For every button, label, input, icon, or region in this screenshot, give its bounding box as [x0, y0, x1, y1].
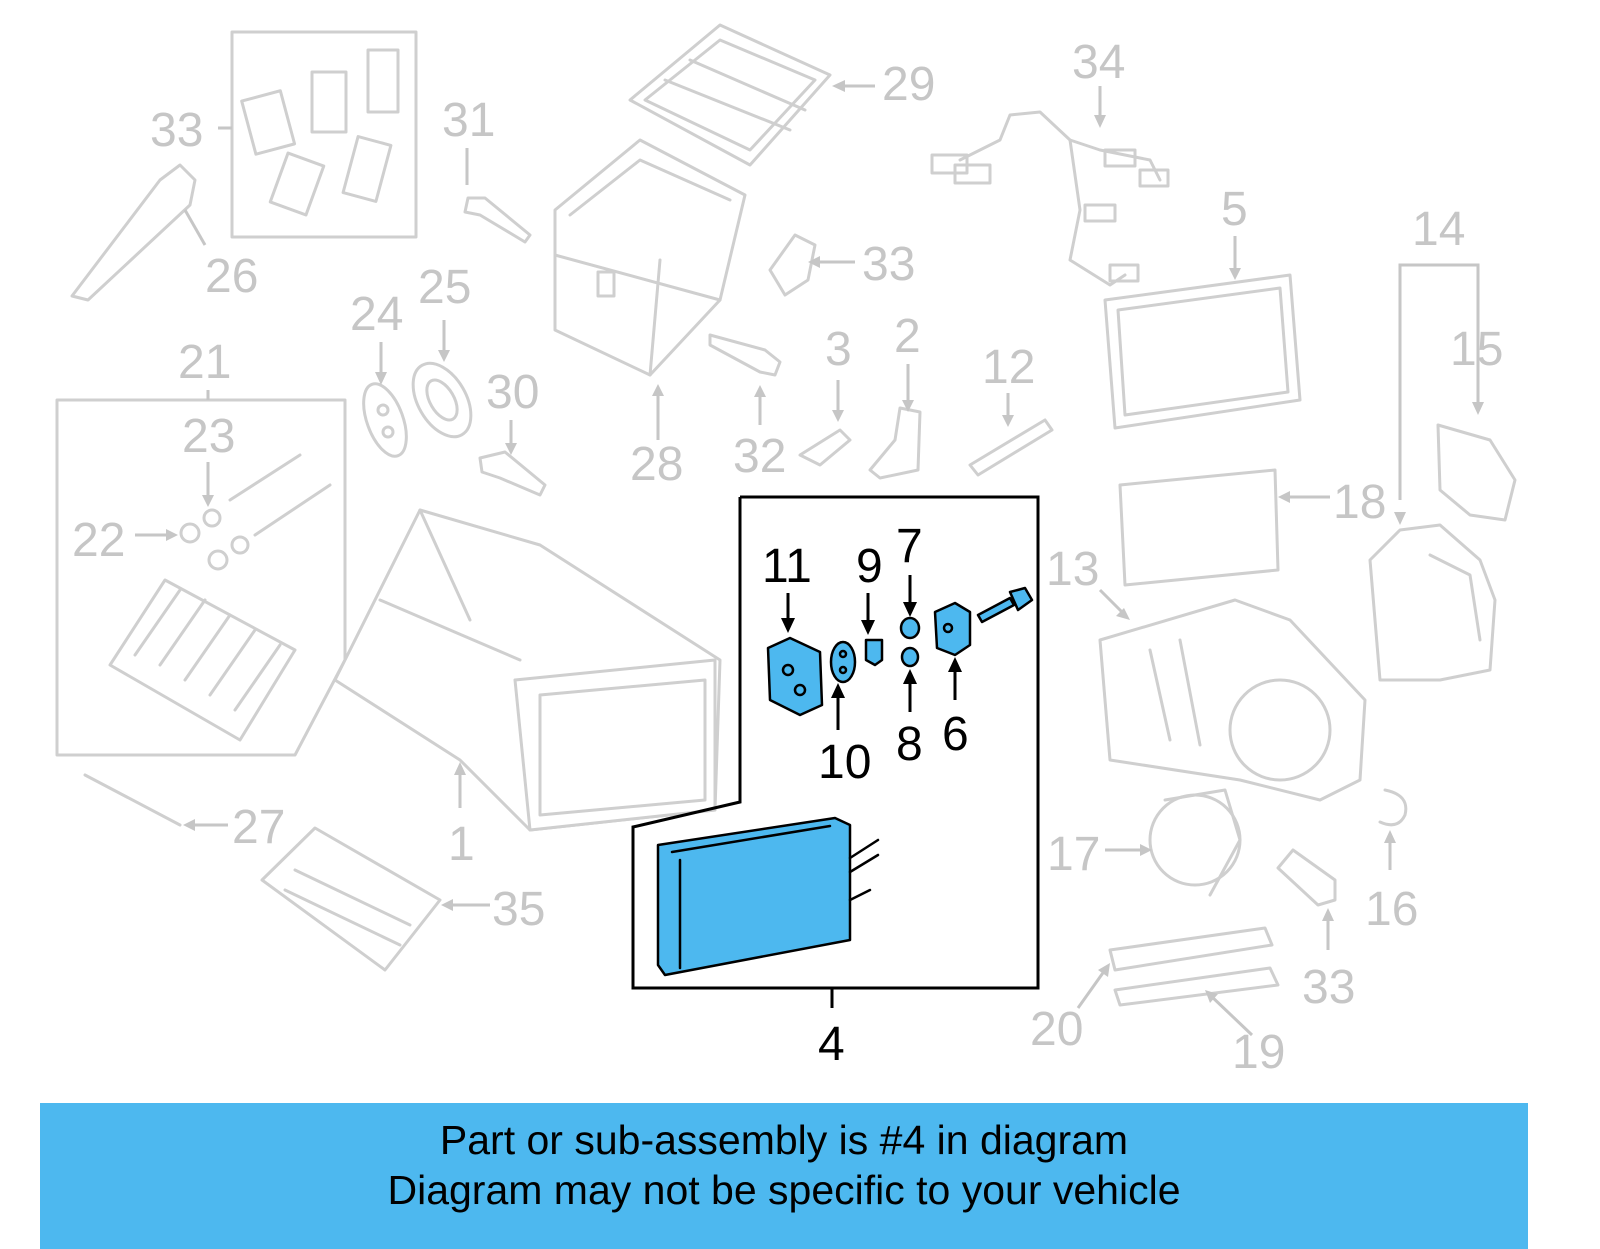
- callout-18: 18: [1333, 476, 1386, 529]
- gasket-15-ghost: [1436, 423, 1517, 522]
- callout-3: 3: [825, 323, 852, 376]
- filter-5-ghost: [1103, 273, 1302, 430]
- callout-21: 21: [178, 336, 231, 389]
- actuator-3-ghost: [798, 428, 852, 467]
- callout-23: 23: [182, 410, 235, 463]
- vent-19-ghost: [1113, 966, 1280, 1007]
- callout-9: 9: [856, 540, 883, 593]
- callout-17: 17: [1047, 828, 1100, 881]
- blower-housing-13-ghost: [1098, 598, 1367, 802]
- valve-bolt[interactable]: [976, 586, 1034, 624]
- callout-32: 32: [733, 430, 786, 483]
- callout-19: 19: [1232, 1026, 1285, 1079]
- grommet-25-ghost: [411, 361, 473, 439]
- callout-1: 1: [448, 818, 475, 871]
- blower-motor-17-ghost: [1148, 788, 1242, 897]
- callout-labels: 33 26 31 29 34 33 5 14 15 24 25 21 30 28…: [72, 36, 1503, 1079]
- rod-27-ghost: [83, 773, 182, 827]
- clip-16-ghost: [1378, 788, 1408, 827]
- o-ring-8[interactable]: [900, 646, 920, 668]
- callout-24: 24: [350, 288, 403, 341]
- upper-housing-ghost: [553, 138, 747, 377]
- highlight-leaders: [781, 575, 962, 730]
- callout-31: 31: [442, 94, 495, 147]
- callout-28: 28: [630, 438, 683, 491]
- relay-box-ghost: [230, 30, 418, 239]
- filter-18-ghost: [1118, 468, 1280, 587]
- callout-13: 13: [1046, 543, 1099, 596]
- callout-30: 30: [486, 366, 539, 419]
- blower-housing-14-ghost: [1368, 523, 1497, 682]
- callout-8: 8: [896, 718, 923, 771]
- expansion-valve-6[interactable]: [933, 601, 972, 657]
- clip-9[interactable]: [864, 638, 884, 667]
- sensor-32-ghost: [708, 333, 782, 377]
- bolt-12-ghost: [968, 418, 1054, 477]
- callout-2: 2: [894, 310, 921, 363]
- filter-top-ghost: [628, 23, 832, 167]
- callout-6: 6: [942, 708, 969, 761]
- callout-15: 15: [1450, 323, 1503, 376]
- lower-housing-1-ghost: [333, 508, 722, 832]
- callout-11: 11: [762, 540, 812, 593]
- sensor-30-ghost: [478, 450, 547, 497]
- callout-35: 35: [492, 883, 545, 936]
- callout-33b: 33: [862, 238, 915, 291]
- callout-4: 4: [818, 1018, 845, 1071]
- callout-7: 7: [896, 520, 923, 573]
- callout-33c: 33: [1302, 961, 1355, 1014]
- callout-29: 29: [882, 58, 935, 111]
- callout-10: 10: [818, 736, 871, 789]
- ghost-leaders: [135, 80, 1484, 1037]
- evaporator-core[interactable]: [656, 816, 880, 977]
- callout-20: 20: [1030, 1003, 1083, 1056]
- callout-5: 5: [1221, 183, 1248, 236]
- assembly-4-outline: [631, 495, 1040, 990]
- callout-22: 22: [72, 514, 125, 567]
- sensor-rod-ghost: [70, 163, 197, 302]
- vent-20-ghost: [1108, 926, 1274, 972]
- grommet-24-ghost: [362, 382, 408, 458]
- sensor-31-ghost: [463, 196, 532, 244]
- heater-core-box-ghost: [55, 398, 347, 757]
- bracket-2-ghost: [868, 406, 922, 480]
- relay-33-ghost: [768, 233, 817, 297]
- callout-14: 14: [1412, 203, 1465, 256]
- callout-27: 27: [232, 801, 285, 854]
- callout-33a: 33: [150, 104, 203, 157]
- callout-16: 16: [1365, 883, 1418, 936]
- callout-12: 12: [982, 341, 1035, 394]
- wiring-harness-ghost: [930, 110, 1170, 287]
- callout-26: 26: [205, 250, 258, 303]
- seal-10[interactable]: [829, 640, 857, 684]
- o-ring-7[interactable]: [899, 616, 921, 640]
- callout-25: 25: [418, 261, 471, 314]
- banner-line-2: Diagram may not be specific to your vehi…: [387, 1167, 1181, 1213]
- info-banner: Part or sub-assembly is #4 in diagram Di…: [40, 1103, 1528, 1249]
- relay-33c-ghost: [1276, 848, 1337, 907]
- callout-34: 34: [1072, 36, 1125, 89]
- gasket-11[interactable]: [766, 636, 824, 717]
- resistor-35-ghost: [260, 826, 442, 972]
- banner-line-1: Part or sub-assembly is #4 in diagram: [439, 1117, 1129, 1163]
